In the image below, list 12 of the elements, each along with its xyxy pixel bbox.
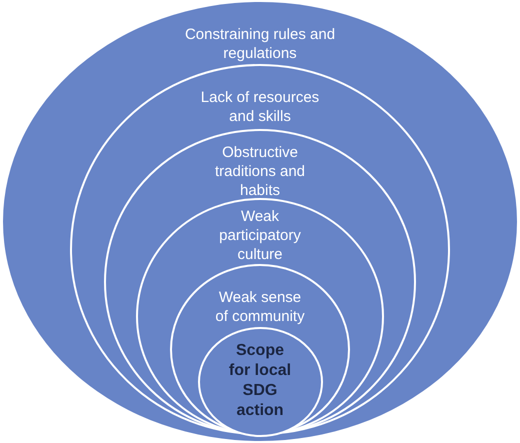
core-label: Scope for local SDG action: [228, 341, 292, 421]
layer-label: Weak sense of community: [214, 288, 306, 326]
ellipse-layer: [70, 64, 450, 435]
core-ellipse: [198, 327, 322, 437]
ellipse-layer: [104, 129, 416, 435]
layer-label: Constraining rules and regulations: [184, 25, 336, 63]
layer-label: Obstructive traditions and habits: [214, 143, 306, 200]
layer-label: Lack of resources and skills: [200, 88, 320, 126]
ellipse-layer: [136, 198, 384, 435]
ellipse-layer: [170, 264, 350, 435]
ellipse-layer: [3, 2, 517, 441]
layer-label: Weak participatory culture: [218, 207, 302, 264]
